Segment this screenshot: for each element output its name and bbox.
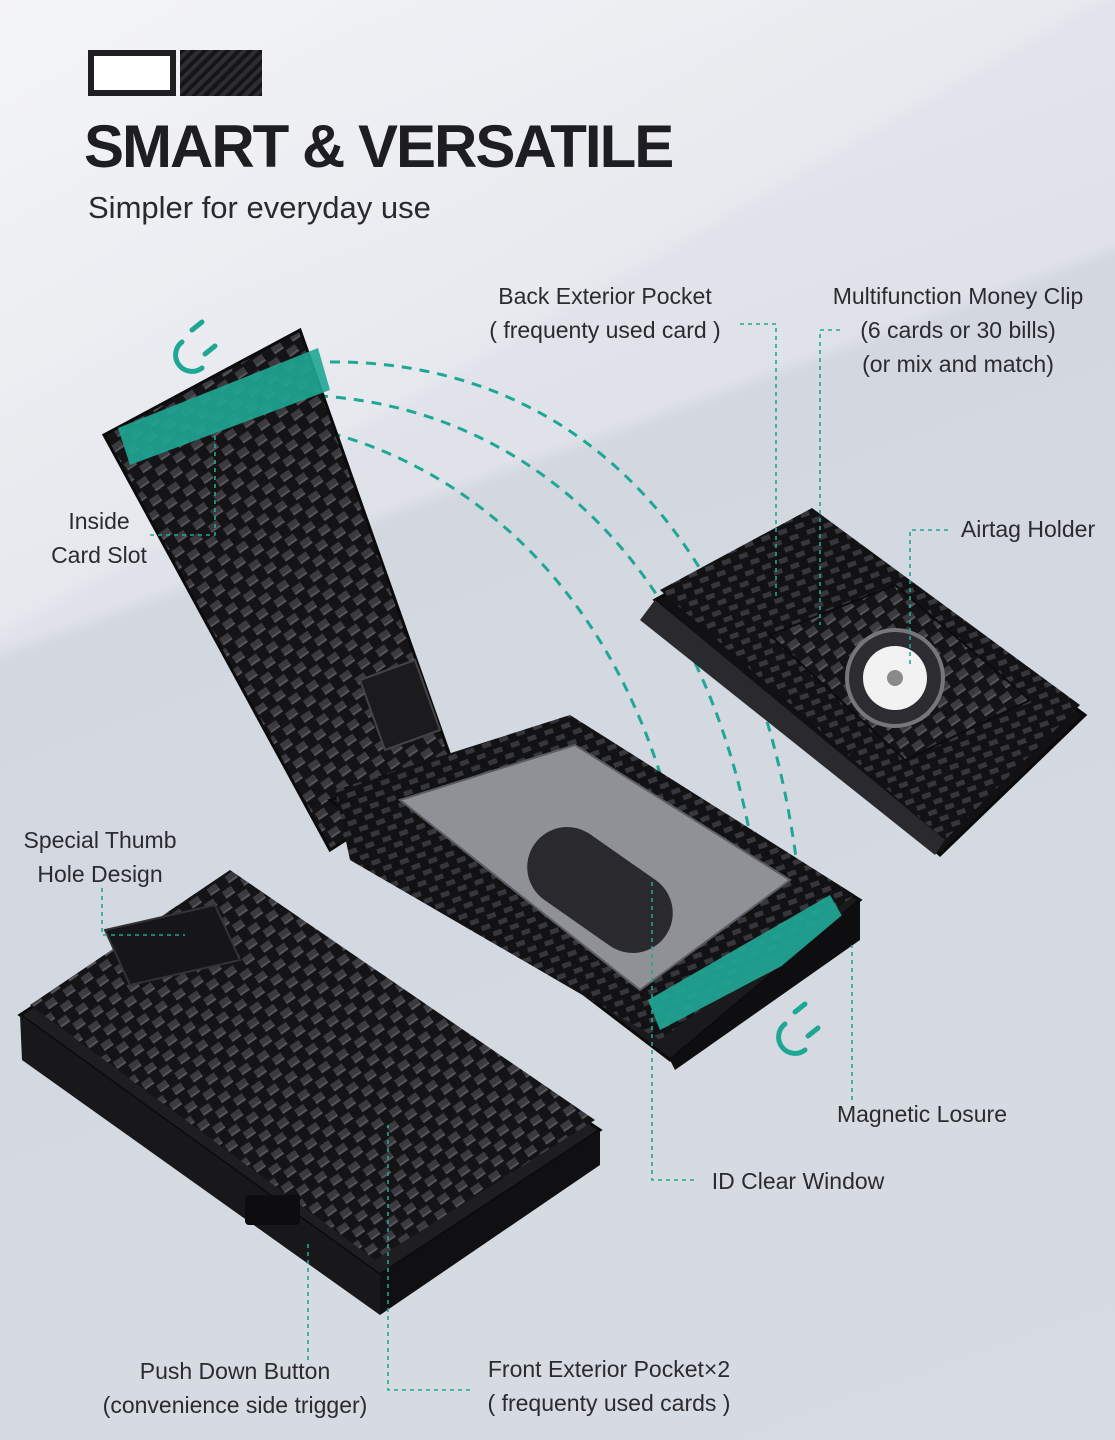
- logo-carbon-block: [180, 50, 262, 96]
- callout-id-window: ID Clear Window: [711, 1168, 885, 1194]
- lid-magnet-strip: [118, 348, 330, 465]
- leader-lines: [101, 323, 948, 1391]
- leader-airtag: [909, 529, 948, 665]
- callout-inside-card-slot: Inside Card Slot: [51, 508, 147, 568]
- closed-wallet: [17, 870, 603, 1315]
- lid-thumb-tab: [358, 658, 442, 752]
- callout-back-exterior-pocket: Back Exterior Pocket ( frequenty used ca…: [489, 283, 721, 343]
- leader-back-pocket: [740, 323, 777, 600]
- magnet-icon: [173, 319, 218, 374]
- open-wallet-base: [326, 715, 863, 1070]
- thumb-hole: [103, 903, 242, 987]
- callout-push-button: Push Down Button (convenience side trigg…: [102, 1358, 368, 1418]
- page-title: SMART & VERSATILE: [84, 113, 674, 180]
- leader-front-pocket: [387, 1125, 470, 1391]
- logo-white-block: [88, 50, 176, 96]
- airtag-wallet: [640, 508, 1088, 858]
- brand-logo: [88, 50, 262, 96]
- push-button: [245, 1195, 300, 1225]
- id-window-thumb-hole: [527, 827, 673, 953]
- leader-money-clip: [819, 329, 840, 625]
- magnet-icon: [776, 1001, 821, 1056]
- callout-magnetic-closure: Magnetic Losure: [836, 1101, 1008, 1127]
- arc-outer: [329, 360, 802, 891]
- callout-front-pocket: Front Exterior Pocket×2 ( frequenty used…: [487, 1356, 731, 1416]
- leader-id-window: [651, 880, 694, 1181]
- callout-airtag-holder: Airtag Holder: [960, 516, 1096, 542]
- callout-money-clip: Multifunction Money Clip (6 cards or 30 …: [832, 283, 1084, 377]
- arc-middle: [299, 393, 762, 901]
- callout-thumb-hole: Special Thumb Hole Design: [23, 827, 177, 887]
- leader-inside-slot: [150, 430, 216, 536]
- page-subtitle: Simpler for everyday use: [88, 190, 431, 225]
- base-magnet-strip: [648, 895, 850, 1030]
